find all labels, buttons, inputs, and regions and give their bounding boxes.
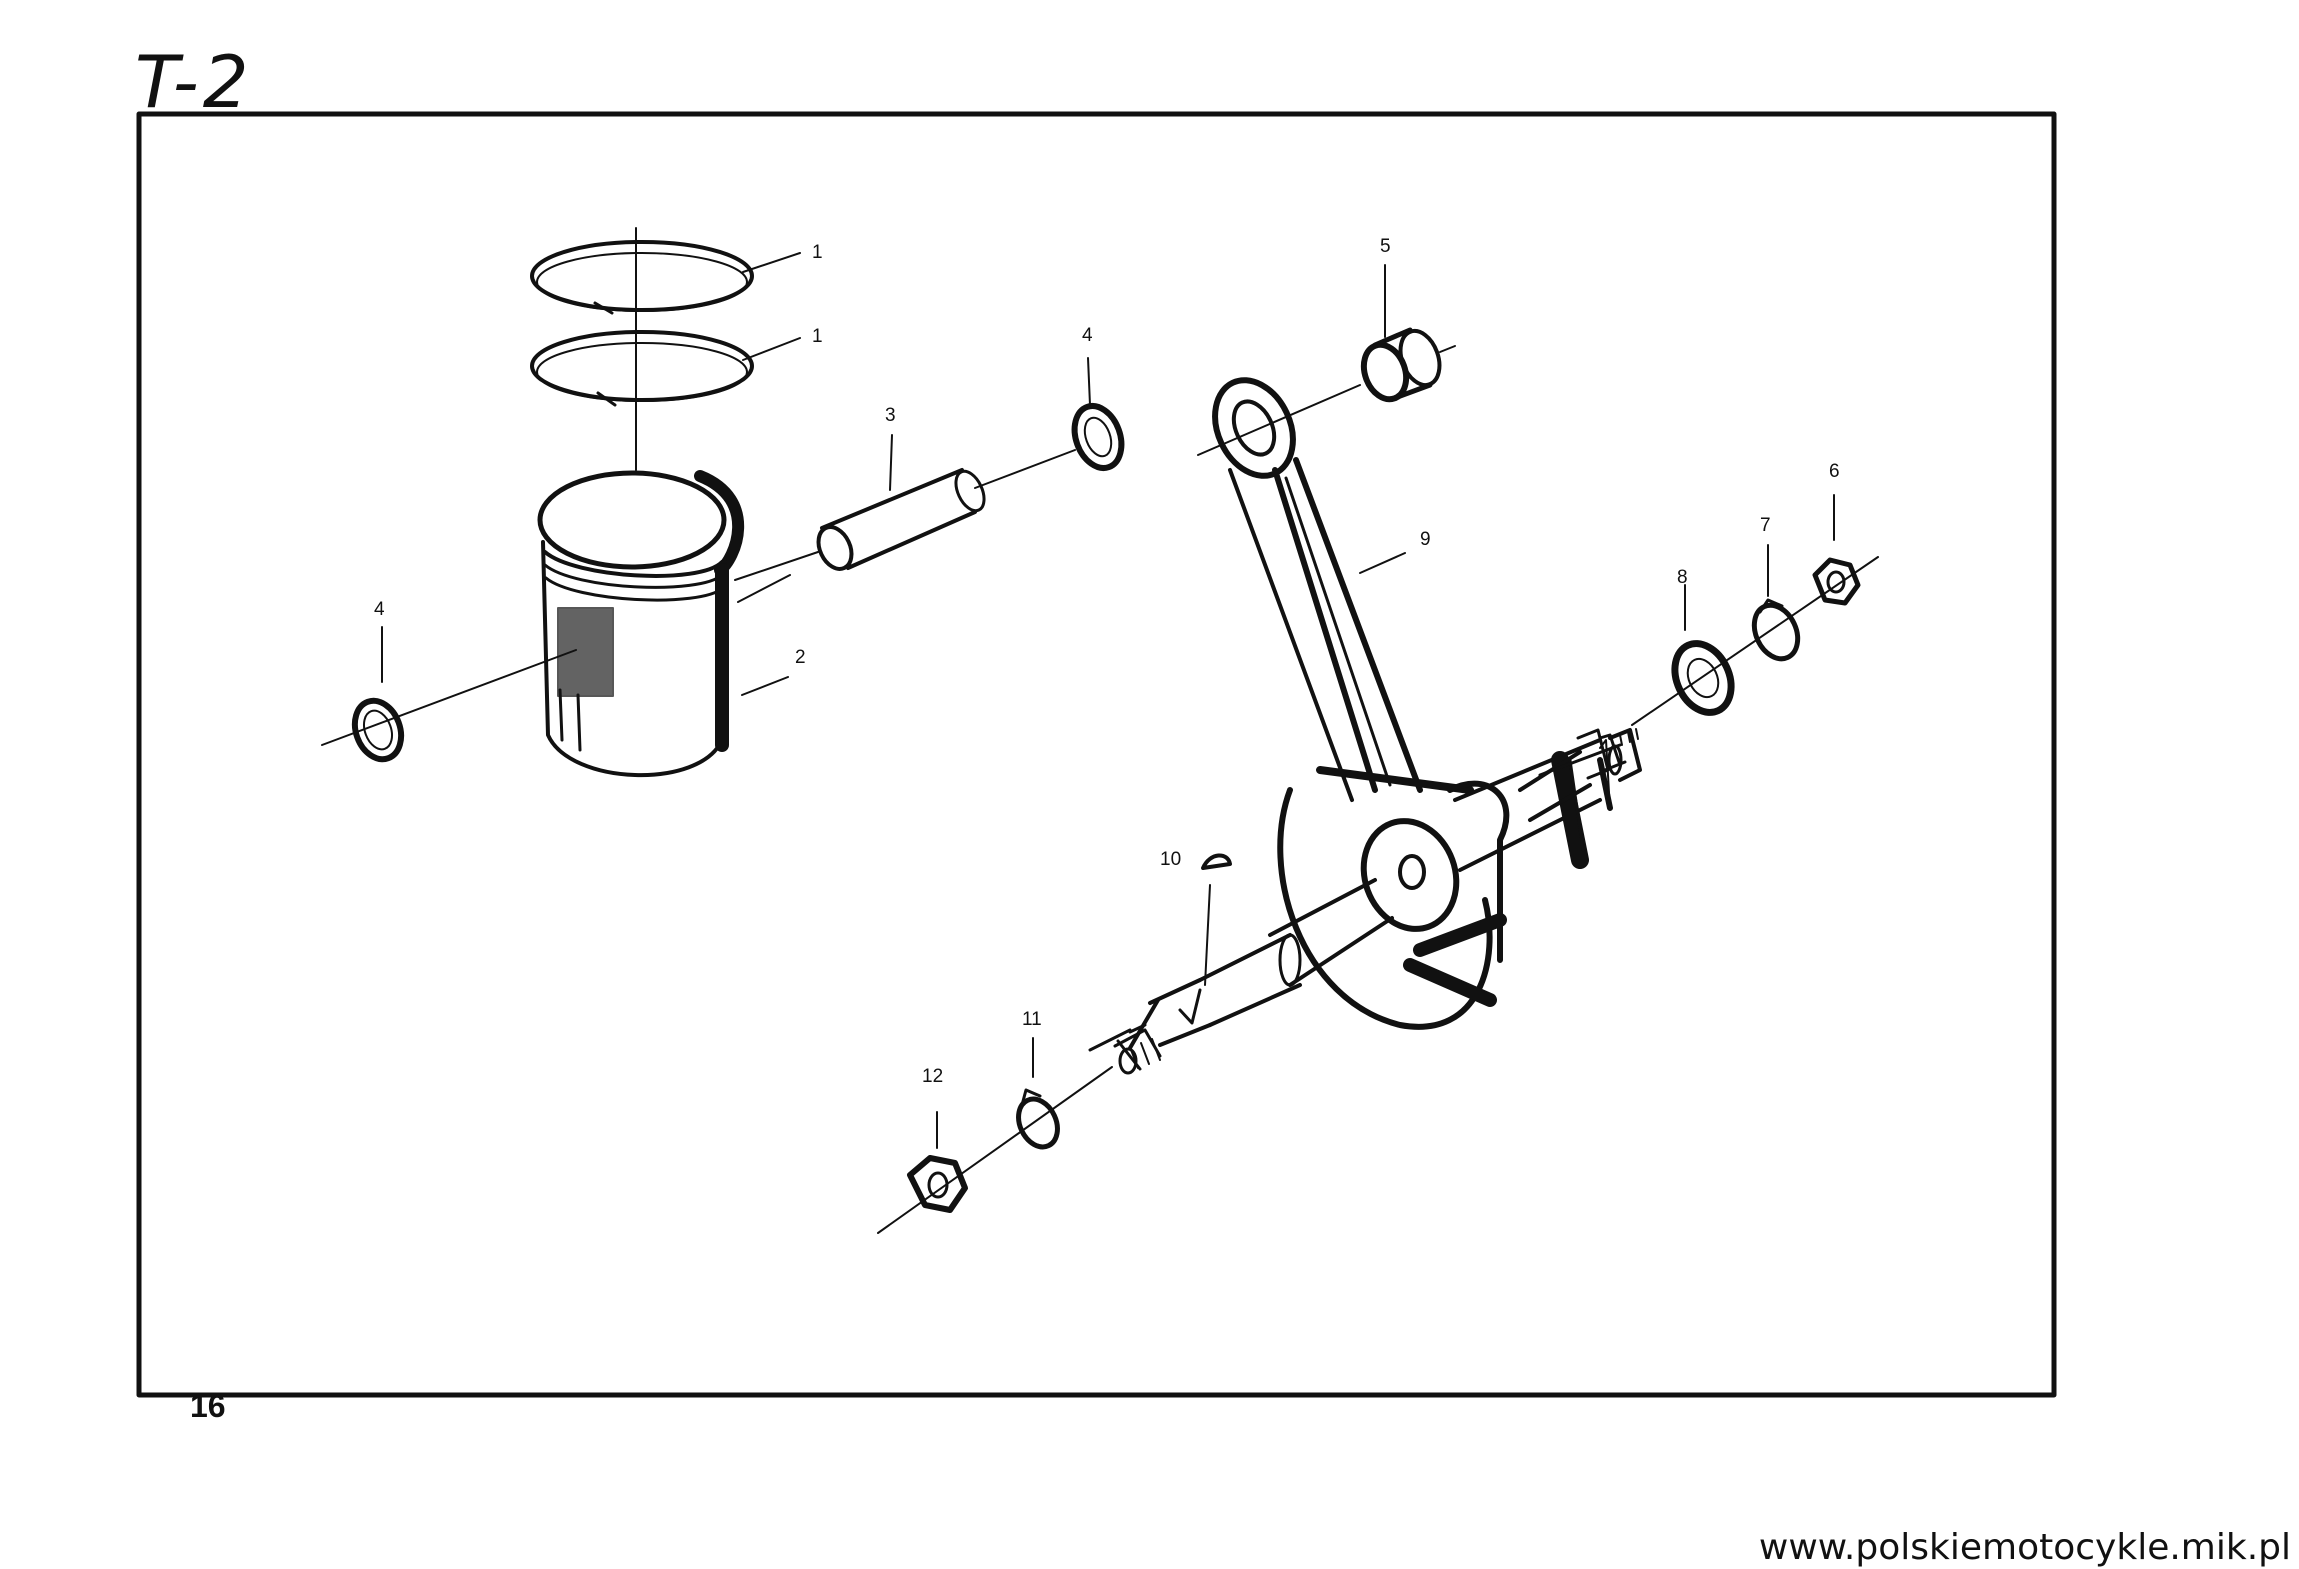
bearing-axis-right — [1439, 345, 1456, 353]
bearing-axis — [1197, 384, 1361, 456]
needle-bearing — [1360, 327, 1442, 403]
piston-pin — [816, 468, 986, 571]
shaft-axis-right — [1631, 556, 1879, 726]
callout-key: 10 — [1160, 849, 1181, 870]
callout-nut-right: 6 — [1829, 461, 1840, 482]
sheet-code: T-2 — [135, 40, 253, 124]
circlip-left — [351, 697, 405, 763]
leader-lines — [381, 252, 1835, 1149]
pin-axis-left — [321, 649, 577, 746]
callout-clip-left: 4 — [374, 599, 385, 620]
callout-conrod: 9 — [1420, 529, 1431, 550]
lockwasher-right — [1751, 598, 1801, 662]
piston-ring-second — [530, 330, 754, 407]
nut-right — [1812, 557, 1861, 606]
callout-pin: 3 — [885, 405, 896, 426]
callout-ring-top: 1 — [812, 242, 823, 263]
source-url: www.polskiemotocykle.mik.pl — [1758, 1527, 2291, 1568]
callout-bearing: 5 — [1380, 236, 1391, 257]
callout-washer-right: 8 — [1677, 567, 1688, 588]
callout-piston: 2 — [795, 647, 806, 668]
callout-lockwasher-left: 11 — [1022, 1009, 1042, 1030]
shaft-axis-left — [877, 1066, 1113, 1234]
piston — [537, 470, 745, 777]
crankshaft — [1088, 728, 1642, 1075]
woodruff-key — [1201, 853, 1232, 870]
connecting-rod — [1212, 377, 1423, 802]
callout-ring-second: 1 — [812, 326, 823, 347]
lockwasher-left — [1016, 1088, 1060, 1150]
washer-right — [1671, 640, 1735, 716]
pin-axis-right — [974, 449, 1076, 489]
pin-axis-mid — [734, 551, 819, 581]
callout-clip-right: 4 — [1082, 325, 1093, 346]
piston-ring-top — [530, 240, 754, 315]
key-leader — [1204, 884, 1211, 986]
diagram-frame — [136, 111, 2057, 1398]
callout-nut-left: 12 — [922, 1066, 943, 1087]
callout-lockwasher-right: 7 — [1760, 515, 1771, 536]
circlip-right — [1071, 403, 1125, 471]
nut-left — [907, 1155, 968, 1213]
